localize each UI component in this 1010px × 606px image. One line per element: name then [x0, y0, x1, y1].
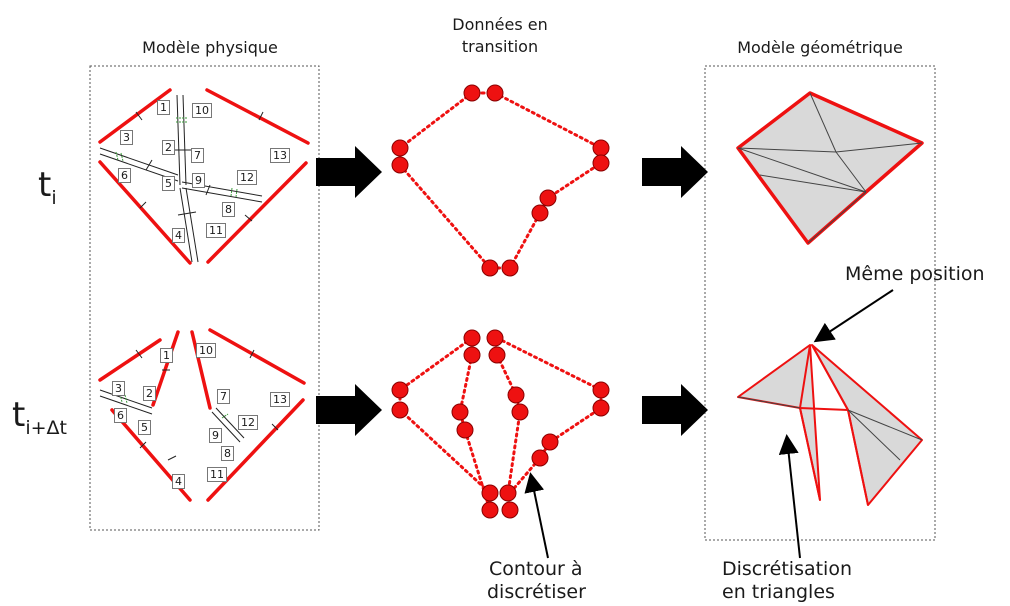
annotation-contour-line1: Contour à — [489, 558, 583, 580]
physical-model-ti-dt — [98, 328, 306, 502]
node — [463, 84, 481, 102]
node — [481, 501, 499, 519]
node — [391, 381, 409, 399]
node — [507, 386, 525, 404]
node — [481, 484, 499, 502]
node — [486, 84, 504, 102]
node — [541, 433, 559, 451]
node — [592, 381, 610, 399]
segment-label-3: 3 — [120, 130, 133, 145]
segment-label-9: 9 — [192, 173, 205, 188]
segment-label-11-dt: 11 — [207, 467, 227, 482]
transition-nodes-ti-dt — [391, 329, 610, 519]
segment-label-6: 6 — [118, 168, 131, 183]
segment-label-12-dt: 12 — [238, 415, 258, 430]
node — [511, 403, 529, 421]
title-transition-line2: transition — [461, 37, 539, 56]
node — [391, 139, 409, 157]
segment-label-9-dt: 9 — [209, 428, 222, 443]
node — [391, 401, 409, 419]
annotation-contour-line2: discrétiser — [487, 581, 586, 603]
segment-label-12: 12 — [237, 170, 257, 185]
segment-label-7-dt: 7 — [217, 389, 230, 404]
segment-label-2-dt: 2 — [143, 386, 156, 401]
segment-label-13-dt: 13 — [270, 392, 290, 407]
flow-arrow-2 — [642, 146, 708, 198]
segment-label-2: 2 — [162, 140, 175, 155]
segment-label-11: 11 — [206, 223, 226, 238]
segment-label-4: 4 — [172, 228, 185, 243]
title-geometric-model: Modèle géométrique — [737, 38, 903, 57]
node — [456, 421, 474, 439]
geometric-model-ti-dt — [737, 344, 923, 506]
segment-label-7: 7 — [191, 148, 204, 163]
annotation-same-position: Même position — [845, 263, 985, 285]
title-transition-line1: Données en — [452, 15, 548, 34]
node — [531, 449, 549, 467]
node — [391, 156, 409, 174]
physical-model-ti — [98, 88, 310, 265]
transition-contour-ti — [398, 91, 603, 270]
segment-label-3-dt: 3 — [112, 381, 125, 396]
annotation-discretisation-line2: en triangles — [722, 581, 835, 603]
segment-label-10-dt: 10 — [196, 343, 216, 358]
node — [501, 259, 519, 277]
segment-label-5: 5 — [162, 176, 175, 191]
flow-arrow-1 — [316, 146, 382, 198]
segment-label-8: 8 — [222, 202, 235, 217]
node — [592, 399, 610, 417]
node — [531, 204, 549, 222]
node — [481, 259, 499, 277]
node — [463, 329, 481, 347]
physical-model-frame — [89, 65, 320, 531]
row-label-ti: ti — [38, 165, 57, 209]
node — [451, 403, 469, 421]
node — [486, 329, 504, 347]
segment-label-6-dt: 6 — [114, 408, 127, 423]
discretisation-arrow — [778, 434, 801, 559]
flow-arrow-3 — [316, 384, 382, 436]
transition-nodes-ti — [391, 84, 610, 277]
segment-label-4-dt: 4 — [172, 474, 185, 489]
node — [488, 346, 506, 364]
node — [499, 484, 517, 502]
node — [592, 154, 610, 172]
node — [501, 501, 519, 519]
node — [463, 346, 481, 364]
segment-label-13: 13 — [270, 148, 290, 163]
segment-label-5-dt: 5 — [138, 420, 151, 435]
node — [592, 139, 610, 157]
contour-arrow — [524, 472, 549, 559]
segment-label-10: 10 — [192, 103, 212, 118]
transition-contour-ti-dt — [398, 336, 603, 512]
flow-arrow-4 — [642, 384, 708, 436]
segment-label-1-dt: 1 — [160, 348, 173, 363]
node — [539, 189, 557, 207]
same-position-arrow — [813, 289, 894, 343]
segment-label-8-dt: 8 — [221, 446, 234, 461]
geometric-model-ti — [736, 91, 924, 245]
segment-label-1: 1 — [157, 100, 170, 115]
row-label-ti-dt: ti+Δt — [12, 395, 67, 439]
title-physical-model: Modèle physique — [142, 38, 278, 57]
annotation-discretisation-line1: Discrétisation — [722, 558, 853, 580]
